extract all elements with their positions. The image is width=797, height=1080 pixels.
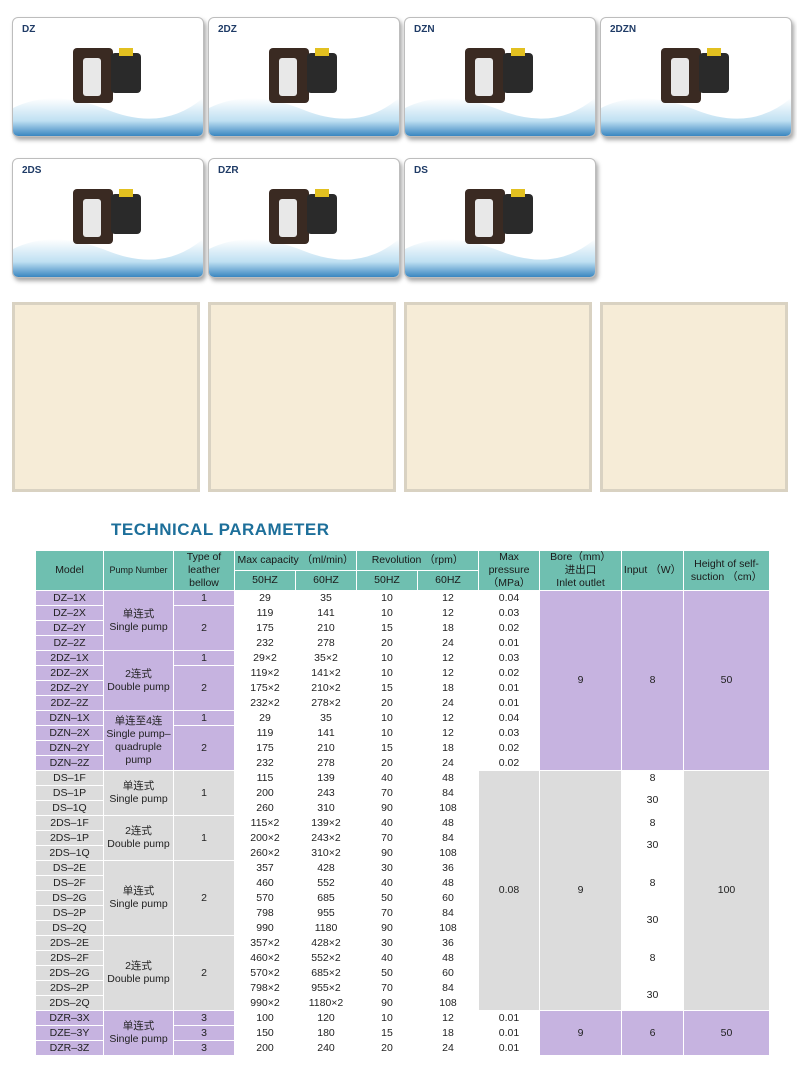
pump-photo [405,48,595,136]
pump-photo [13,189,203,277]
technical-drawing-4 [600,302,788,492]
col-rev-50: 50HZ [356,570,419,591]
technical-drawing-3 [404,302,592,492]
col-cap-60: 60HZ [294,570,358,591]
section-title: TECHNICAL PARAMETER [111,520,330,539]
col-pump-number: Pump Number [103,550,174,591]
product-card-ds: DS [404,158,596,278]
technical-drawing-2 [208,302,396,492]
col-type: Type of leather bellow [173,550,235,591]
pump-photo [601,48,791,136]
product-label: DZR [218,165,239,176]
product-card-dzn: DZN [404,17,596,137]
product-card-dz: DZ [12,17,204,137]
product-card-2dz: 2DZ [208,17,400,137]
pump-photo [209,189,399,277]
col-height: Height of self-suction （cm） [683,550,771,591]
col-capacity: Max capacity （ml/min） [233,550,358,571]
col-revolution: Revolution （rpm） [356,550,480,571]
product-label: DZ [22,24,36,35]
product-label: DS [414,165,428,176]
product-label: DZN [414,24,435,35]
product-label: 2DS [22,165,42,176]
col-input: Input （W） [621,550,685,591]
product-label: 2DZN [610,24,637,35]
col-rev-60: 60HZ [417,570,480,591]
col-cap-50: 50HZ [234,570,296,591]
product-card-2ds: 2DS [12,158,204,278]
pump-photo [13,48,203,136]
product-label: 2DZ [218,24,237,35]
technical-parameter-table: Model Pump Number Type of leather bellow… [35,550,771,1056]
technical-drawing-1 [12,302,200,492]
col-pressure: Max pressure （MPa） [478,550,541,591]
product-card-2dzn: 2DZN [600,17,792,137]
pump-photo [405,189,595,277]
product-card-dzr: DZR [208,158,400,278]
pump-photo [209,48,399,136]
col-model: Model [35,550,104,591]
